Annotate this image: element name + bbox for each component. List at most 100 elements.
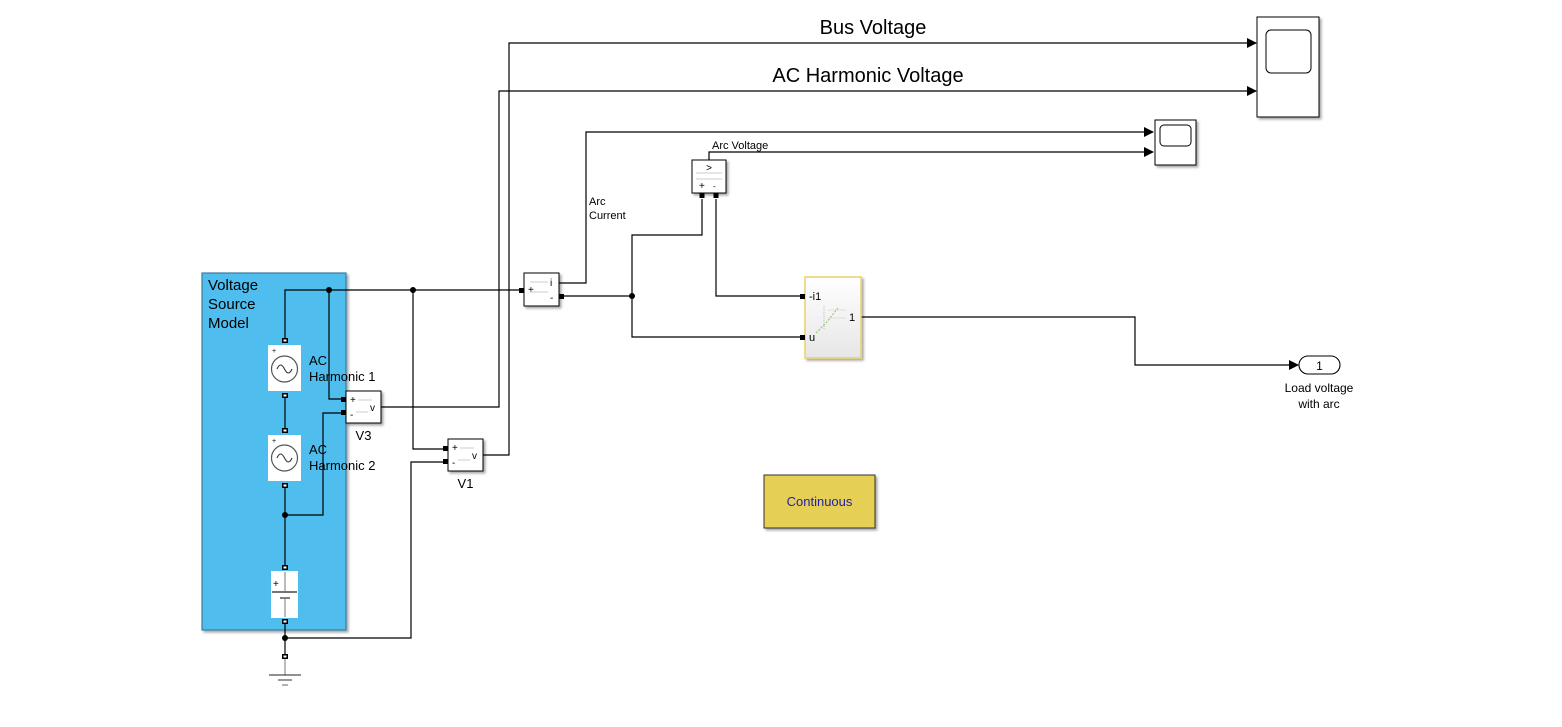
wire-v3-minus bbox=[285, 412, 344, 516]
port-inner bbox=[283, 655, 287, 658]
outport-body bbox=[1298, 355, 1341, 375]
source-label-line2: Harmonic 1 bbox=[309, 369, 375, 384]
meter-plus: + bbox=[699, 181, 705, 192]
signal-label-arc-voltage[interactable]: Arc Voltage bbox=[712, 140, 768, 152]
port bbox=[713, 193, 719, 198]
meter-minus: - bbox=[713, 182, 716, 191]
outport-label-line1: Load voltage bbox=[1285, 381, 1354, 395]
port bbox=[800, 335, 805, 340]
arc-voltage-measurement[interactable]: > + - bbox=[691, 159, 727, 198]
meter-plus: + bbox=[528, 285, 534, 296]
bus-voltage-scope[interactable] bbox=[1256, 16, 1320, 118]
outport-number: 1 bbox=[1316, 359, 1323, 373]
port-inner bbox=[283, 394, 287, 397]
wires bbox=[284, 38, 1299, 656]
wire-arc-u bbox=[631, 296, 800, 338]
port-inner bbox=[283, 566, 287, 569]
ac-harmonic-1-source[interactable]: + AC Harmonic 1 bbox=[268, 338, 375, 398]
signal-label-arc-current-line2[interactable]: Current bbox=[589, 210, 626, 222]
arc-model-block[interactable]: -i1 u 1 bbox=[800, 276, 862, 359]
source-label-line2: Harmonic 2 bbox=[309, 458, 375, 473]
current-measurement[interactable]: + - i bbox=[519, 272, 564, 307]
meter-name: V3 bbox=[356, 428, 372, 443]
junction-dot bbox=[326, 287, 332, 293]
signal-label-bus-voltage[interactable]: Bus Voltage bbox=[820, 17, 927, 39]
arc-scope[interactable] bbox=[1154, 119, 1197, 166]
wire-arc-voltage bbox=[708, 147, 1154, 160]
junction-dot bbox=[410, 287, 416, 293]
port bbox=[519, 288, 524, 293]
meter-output: v bbox=[370, 403, 375, 414]
meter-name: V1 bbox=[458, 476, 474, 491]
meter-body bbox=[447, 438, 484, 472]
powergui-body bbox=[763, 474, 876, 529]
junction-dot bbox=[629, 293, 635, 299]
port bbox=[800, 294, 805, 299]
scope-screen-icon bbox=[1159, 124, 1192, 147]
port-inner bbox=[283, 620, 287, 623]
subsystem-label-line3: Model bbox=[208, 315, 249, 332]
meter-body bbox=[345, 390, 382, 424]
wire-v3-plus bbox=[328, 290, 344, 400]
outport-label-line2: with arc bbox=[1297, 397, 1339, 411]
arc-block-body bbox=[804, 276, 862, 359]
meter-minus: - bbox=[350, 410, 353, 421]
port bbox=[559, 294, 564, 299]
meter-output: i bbox=[550, 278, 552, 289]
source-label-line1: AC bbox=[309, 353, 327, 368]
ground-block[interactable] bbox=[269, 654, 301, 686]
port-inner bbox=[283, 339, 287, 342]
signal-label-arc-current-line1[interactable]: Arc bbox=[589, 196, 606, 208]
wire-v1-plus bbox=[412, 290, 444, 450]
port bbox=[443, 446, 448, 451]
wire-arc-i1 bbox=[715, 199, 800, 297]
arc-input-u: u bbox=[809, 332, 815, 344]
wire-ac-harmonic-voltage bbox=[381, 86, 1257, 408]
sine-wave-glyph bbox=[276, 364, 293, 374]
wire-av-plus bbox=[631, 199, 703, 296]
junction-dot bbox=[282, 635, 288, 641]
meter-body bbox=[523, 272, 560, 307]
dc-voltage-source[interactable]: + bbox=[271, 565, 298, 624]
meter-body bbox=[691, 159, 727, 194]
v3-voltage-measurement[interactable]: + - v V3 bbox=[341, 390, 382, 443]
junction-dot bbox=[282, 512, 288, 518]
scope-screen-icon bbox=[1265, 29, 1312, 74]
port bbox=[699, 193, 705, 198]
port-inner bbox=[283, 429, 287, 432]
dc-plus-sign: + bbox=[273, 579, 279, 590]
subsystem-label-line1: Voltage bbox=[208, 277, 258, 294]
load-voltage-outport[interactable]: 1 Load voltage with arc bbox=[1285, 355, 1354, 411]
staircase-icon bbox=[815, 306, 846, 334]
meter-minus: - bbox=[550, 293, 553, 304]
port-inner bbox=[283, 484, 287, 487]
arc-input-i1: -i1 bbox=[809, 291, 821, 303]
source-label-line1: AC bbox=[309, 442, 327, 457]
meter-plus: + bbox=[452, 443, 458, 454]
sine-source-icon bbox=[270, 444, 299, 472]
meter-symbol: > bbox=[706, 163, 712, 174]
signal-label-ac-harmonic-voltage[interactable]: AC Harmonic Voltage bbox=[772, 65, 963, 87]
sine-wave-glyph bbox=[276, 453, 293, 463]
port bbox=[341, 397, 346, 402]
powergui-label: Continuous bbox=[787, 494, 853, 509]
meter-plus: + bbox=[350, 395, 356, 406]
meter-output: v bbox=[472, 451, 477, 462]
wire-bus-top bbox=[284, 289, 520, 340]
v1-voltage-measurement[interactable]: + - v V1 bbox=[443, 438, 484, 491]
wire-arc-current bbox=[559, 127, 1154, 284]
sine-source-icon bbox=[270, 355, 299, 383]
plus-mark: + bbox=[272, 348, 276, 355]
port bbox=[443, 459, 448, 464]
meter-minus: - bbox=[452, 458, 455, 469]
junctions bbox=[282, 287, 635, 641]
wire-load-voltage bbox=[861, 316, 1299, 370]
powergui-block[interactable]: Continuous bbox=[763, 474, 876, 529]
subsystem-label-line2: Source bbox=[208, 296, 256, 313]
port bbox=[341, 410, 346, 415]
ac-harmonic-2-source[interactable]: + AC Harmonic 2 bbox=[268, 428, 375, 488]
arc-output: 1 bbox=[849, 312, 855, 324]
plus-mark: + bbox=[272, 438, 276, 445]
wire-v1-minus bbox=[285, 461, 444, 639]
